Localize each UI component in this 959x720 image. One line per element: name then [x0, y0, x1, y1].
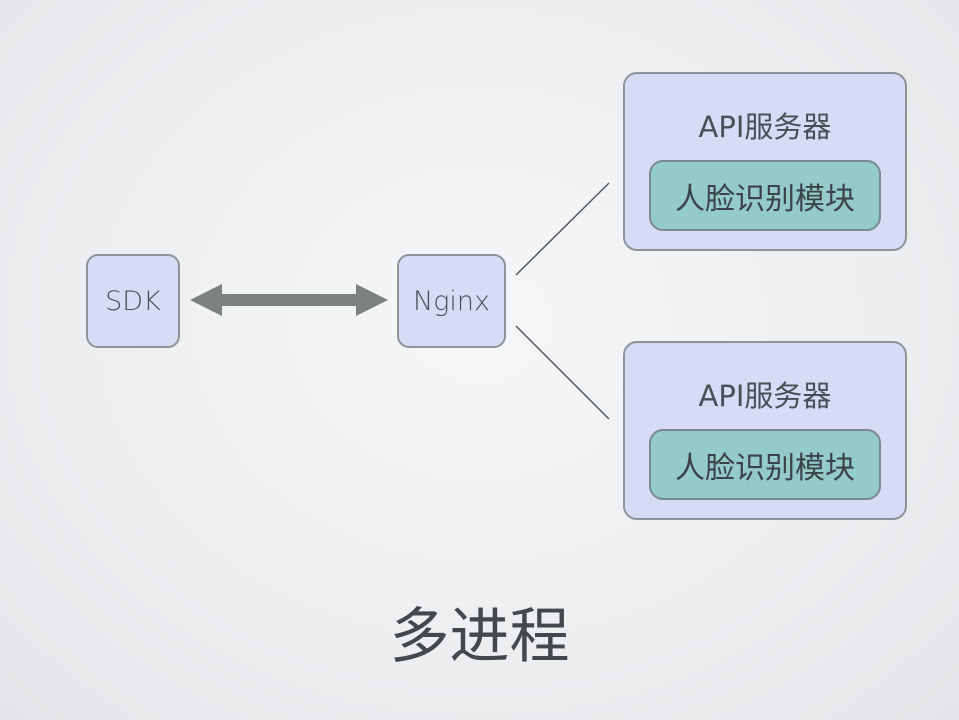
api-server-label: API服务器: [698, 110, 832, 144]
sdk-node: SDK: [86, 254, 180, 348]
sdk-label: SDK: [105, 285, 161, 317]
connector-line-bottom: [515, 325, 610, 420]
face-recognition-module: 人脸识别模块: [649, 160, 881, 231]
bidirectional-arrow: [190, 284, 388, 316]
api-server-label: API服务器: [698, 379, 832, 413]
nginx-node: Nginx: [397, 254, 506, 348]
slide-title: 多进程: [389, 602, 570, 672]
module-label: 人脸识别模块: [675, 450, 855, 486]
nginx-label: Nginx: [413, 285, 490, 317]
face-recognition-module: 人脸识别模块: [649, 429, 881, 500]
connector-line-top: [515, 182, 610, 276]
api-server-node-1: API服务器 人脸识别模块: [623, 72, 907, 251]
module-label: 人脸识别模块: [675, 181, 855, 217]
api-server-node-2: API服务器 人脸识别模块: [623, 341, 907, 520]
